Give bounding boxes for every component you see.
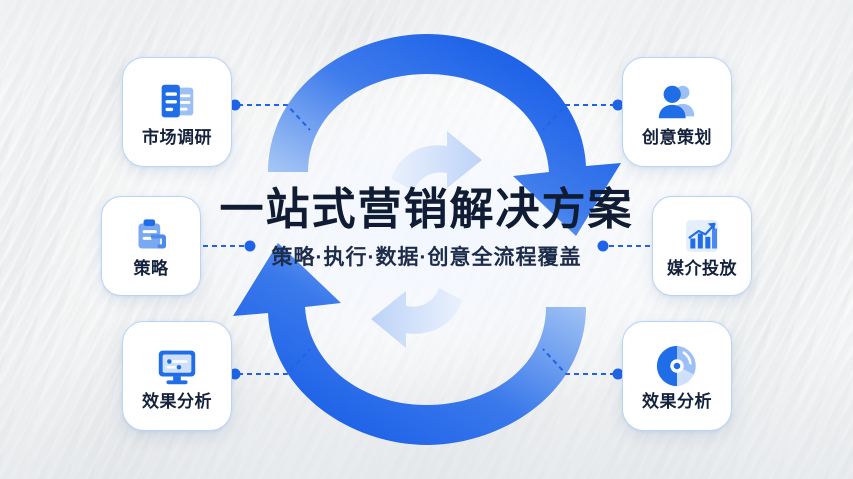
donut-chart-icon [654,343,700,389]
card-label: 效果分析 [642,391,712,411]
card-label: 市场调研 [142,127,212,147]
card-strategy[interactable]: 策略 [101,196,201,296]
documents-icon [154,79,200,125]
monitor-icon [154,343,200,389]
bar-chart-up-icon [682,216,722,256]
card-media-placement[interactable]: 媒介投放 [652,196,752,296]
card-label: 效果分析 [142,391,212,411]
card-effect-analysis-monitor[interactable]: 效果分析 [122,321,232,431]
card-label: 策略 [133,258,169,278]
card-label: 创意策划 [642,127,712,147]
card-effect-analysis-donut[interactable]: 效果分析 [622,321,732,431]
card-market-research[interactable]: 市场调研 [122,57,232,167]
clipboard-icon [131,216,171,256]
card-label: 媒介投放 [667,258,737,278]
two-people-icon [654,79,700,125]
card-creative-planning[interactable]: 创意策划 [622,57,732,167]
